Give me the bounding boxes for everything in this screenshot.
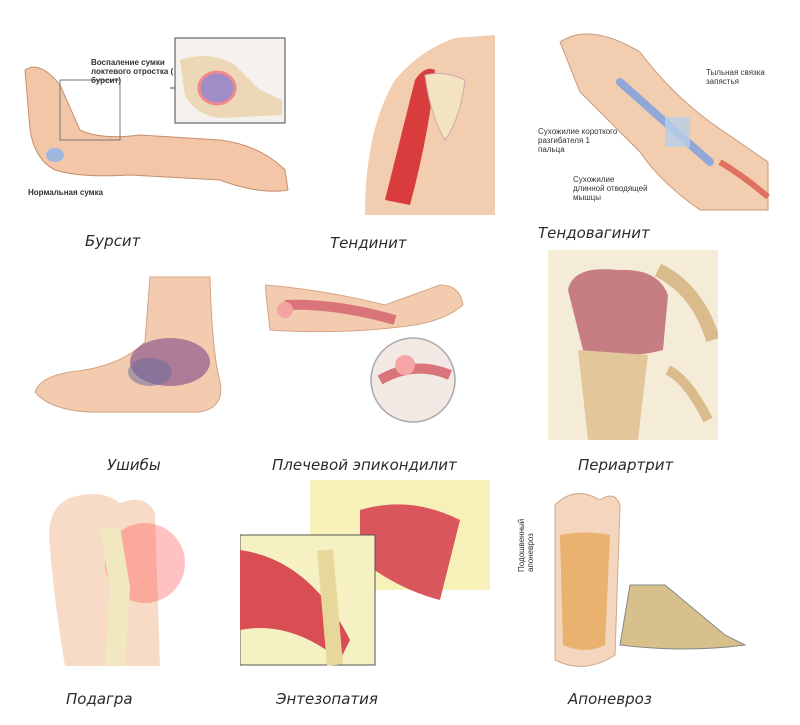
bruises-illustration: [30, 272, 230, 417]
short-extensor-label: Сухожилие короткого разгибателя 1 пальца: [538, 127, 618, 155]
epicondylitis-illustration: [265, 275, 465, 425]
periarthritis-caption: Периартрит: [578, 456, 674, 474]
epicondylitis-caption: Плечевой эпикондилит: [272, 456, 457, 474]
tendovaginitis-illustration: [550, 12, 770, 212]
bursitis-illustration: [20, 30, 295, 205]
aponeurosis-caption: Апоневроз: [568, 690, 652, 708]
bursitis-caption: Бурсит: [85, 232, 141, 250]
tendovaginitis-caption: Тендовагинит: [538, 224, 650, 242]
normal-bursa-label: Нормальная сумка: [28, 188, 104, 197]
bursa-inflammation-label: Воспаление сумки локтевого отростка ( бу…: [91, 58, 174, 86]
gout-illustration: [40, 488, 190, 666]
tendinitis-caption: Тендинит: [330, 234, 407, 252]
aponeurosis-illustration: [525, 485, 770, 675]
dorsal-ligament-label: Тыльная связка запястья: [706, 68, 765, 87]
plantar-aponeurosis-label: Подошвенный апоневроз: [517, 518, 536, 572]
gout-caption: Подагра: [66, 690, 133, 708]
long-abductor-label: Сухожилие длинной отводящей мышцы: [573, 175, 648, 203]
tendinitis-illustration: [345, 20, 495, 215]
periarthritis-illustration: [548, 250, 718, 440]
enthesopathy-caption: Энтезопатия: [276, 690, 378, 708]
enthesopathy-illustration: [240, 480, 490, 670]
bruises-caption: Ушибы: [107, 456, 161, 474]
